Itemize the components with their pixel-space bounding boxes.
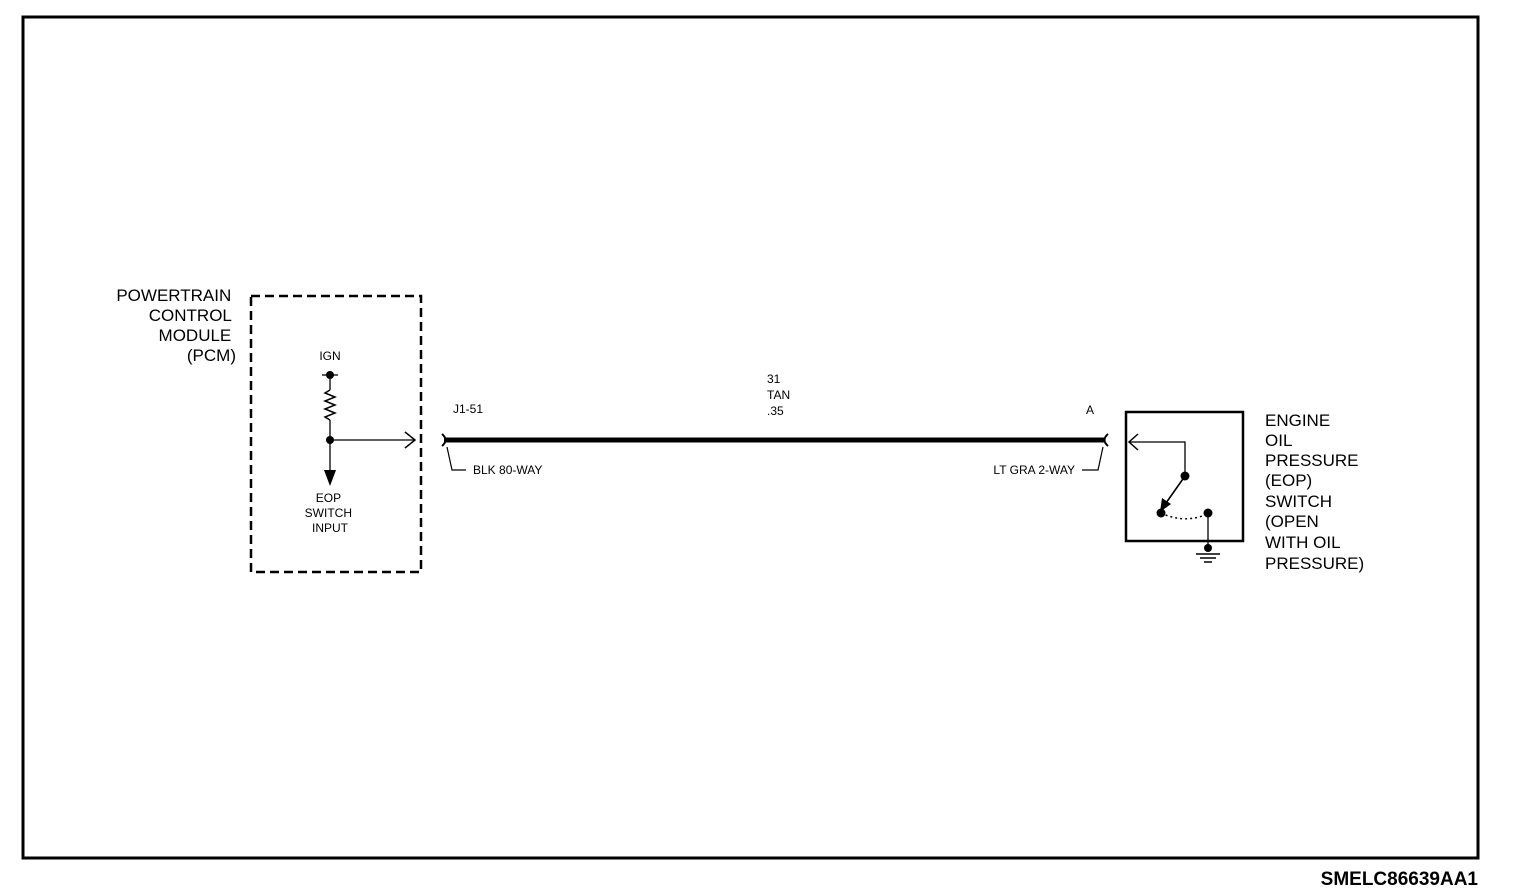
pcm-terminal-label: J1-51 (453, 402, 483, 416)
pcm-label-line-3: MODULE (159, 326, 232, 345)
switch-connector-label: LT GRA 2-WAY (993, 463, 1075, 477)
eop-switch-label-line-4: (EOP) (1265, 471, 1312, 490)
input-arrow-icon (324, 470, 336, 486)
document-id: SMELC86639AA1 (1321, 869, 1479, 890)
eop-switch-label-line-2: OIL (1265, 431, 1292, 450)
pcm-connector-arrow-icon (404, 431, 417, 449)
eop-input-label-line-1: EOP (316, 491, 341, 505)
eop-switch-box (1124, 410, 1245, 543)
ign-supply-node (322, 371, 338, 379)
eop-switch-label-line-6: (OPEN (1265, 512, 1319, 531)
switch-connector-symbol (1103, 433, 1109, 447)
switch-blade-arrow-icon (1160, 498, 1171, 512)
switch-mechanical-link (1160, 512, 1209, 520)
switch-terminal-label: A (1086, 403, 1094, 417)
pcm-label-line-1: POWERTRAIN (116, 286, 231, 305)
pcm-label: POWERTRAIN CONTROL MODULE (PCM) (116, 286, 236, 365)
eop-switch-label-line-1: ENGINE (1265, 411, 1330, 430)
pcm-label-line-4: (PCM) (187, 346, 236, 365)
eop-switch-label-line-8: PRESSURE) (1265, 554, 1364, 573)
ign-label: IGN (319, 349, 340, 363)
eop-input-label: EOP SWITCH INPUT (305, 491, 356, 535)
ground-junction-node (1204, 544, 1212, 552)
circuit-number: 31 (767, 372, 781, 386)
pull-up-resistor (322, 389, 338, 421)
switch-internal-wire (1129, 441, 1186, 476)
diagram-frame (21, 15, 1480, 860)
eop-input-label-line-2: SWITCH (305, 506, 352, 520)
pcm-connector-label: BLK 80-WAY (473, 463, 542, 477)
ground-icon (1196, 553, 1220, 563)
wire-gauge: .35 (767, 404, 784, 418)
pcm-connector-leader (446, 446, 466, 471)
switch-blade (1165, 475, 1186, 504)
eop-switch-label: ENGINE OIL PRESSURE (EOP) SWITCH (OPEN W… (1265, 411, 1364, 573)
circuit-label: 31 TAN .35 (767, 372, 793, 418)
eop-input-label-line-3: INPUT (312, 521, 349, 535)
eop-switch-label-line-3: PRESSURE (1265, 451, 1359, 470)
wire-color: TAN (767, 388, 790, 402)
pcm-label-line-2: CONTROL (149, 306, 232, 325)
switch-connector-leader (1082, 446, 1104, 471)
eop-switch-label-line-5: SWITCH (1265, 492, 1332, 511)
eop-switch-label-line-7: WITH OIL (1265, 533, 1340, 552)
pcm-module-box (249, 294, 423, 574)
